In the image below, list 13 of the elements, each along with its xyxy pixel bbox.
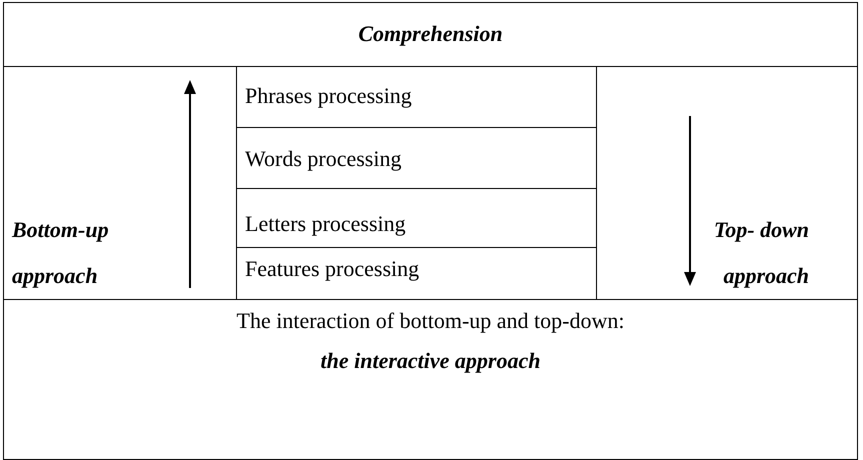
heading: Top- down approach [712, 216, 809, 290]
footer-cell [3, 299, 858, 460]
heading: Bottom-up approach [12, 216, 110, 290]
cell-text: Letters processing [245, 211, 406, 237]
side-cell [596, 66, 858, 300]
cell-text: Phrases processing [245, 83, 412, 109]
cell-text: Features processing [245, 256, 420, 282]
side-cell [3, 66, 237, 300]
heading: Comprehension [357, 21, 504, 47]
cell-text: Words processing [245, 146, 402, 172]
cell-text: The interaction of bottom-up and top-down: [236, 308, 626, 334]
cell-text: the interactive approach [320, 348, 542, 374]
header-cell [3, 2, 858, 68]
